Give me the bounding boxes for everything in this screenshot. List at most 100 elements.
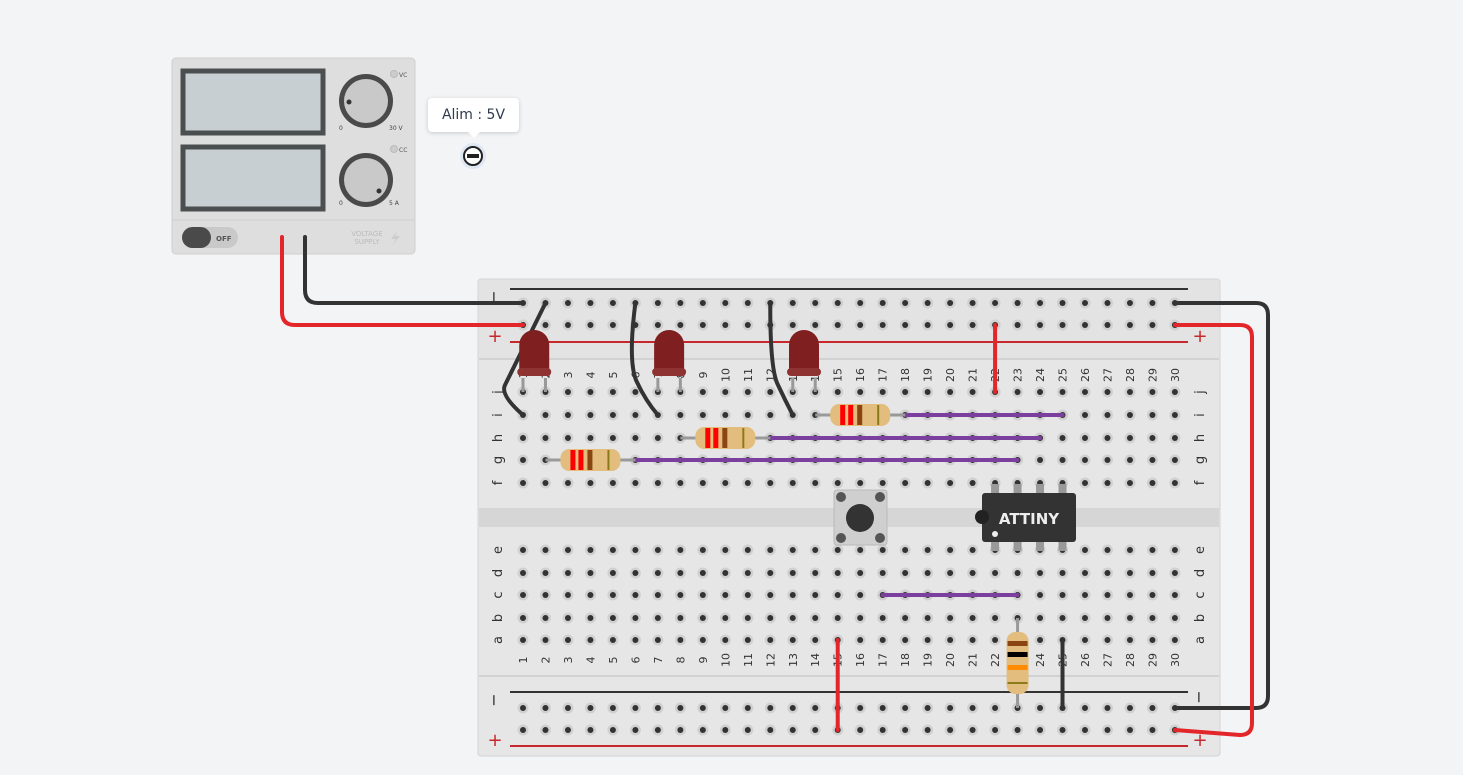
column-label: 26 — [1079, 653, 1092, 667]
hole-center — [564, 480, 571, 486]
hole-center — [812, 480, 819, 486]
hole-center — [587, 300, 594, 306]
wire-rail-power-link[interactable] — [1172, 323, 1254, 737]
power-switch[interactable]: OFF — [182, 227, 238, 248]
column-label: 17 — [877, 368, 890, 382]
minus-circle-icon[interactable] — [460, 143, 486, 169]
hole-center — [587, 592, 594, 598]
hole-center — [1037, 637, 1044, 643]
pushbutton[interactable] — [833, 489, 888, 546]
led[interactable] — [787, 330, 821, 392]
hole-center — [722, 322, 729, 328]
hole-center — [992, 705, 999, 711]
pushbutton-cap[interactable] — [846, 504, 874, 532]
hole-center — [587, 615, 594, 621]
hole-center — [632, 637, 639, 643]
hole-center — [789, 592, 796, 598]
hole-center — [632, 435, 639, 441]
voltage-knob[interactable] — [339, 74, 393, 128]
column-label: 16 — [854, 368, 867, 382]
column-label: 5 — [607, 372, 620, 379]
hole-center — [767, 727, 774, 733]
resistor[interactable] — [1006, 618, 1029, 708]
hole-center — [1037, 300, 1044, 306]
hole-center — [812, 637, 819, 643]
column-label: 12 — [764, 653, 777, 667]
wire-rail-ground-link[interactable] — [1172, 301, 1270, 710]
tooltip: Alim : 5V — [428, 98, 519, 138]
hole-center — [812, 615, 819, 621]
hole-center — [520, 615, 526, 621]
current-min-label: 0 — [339, 200, 343, 207]
hole-center — [654, 547, 661, 553]
wire-led2-ground[interactable] — [629, 301, 660, 417]
hole-center — [902, 705, 909, 711]
hole-center — [1082, 727, 1088, 733]
hole-center — [542, 705, 549, 711]
column-label: 26 — [1079, 368, 1092, 382]
resistor[interactable] — [815, 404, 906, 426]
hole-center — [744, 547, 751, 553]
hole-center — [992, 727, 999, 733]
hole-center — [520, 727, 526, 733]
hole-center — [812, 322, 819, 328]
hole-center — [744, 637, 751, 643]
column-label: 17 — [877, 653, 890, 667]
hole-center — [1171, 412, 1178, 418]
hole-center — [969, 322, 976, 328]
column-label: 24 — [1034, 368, 1047, 382]
hole-center — [587, 547, 594, 553]
hole-center — [1171, 435, 1178, 441]
hole-center — [1149, 322, 1156, 328]
hole-center — [1104, 727, 1111, 733]
hole-center — [947, 637, 954, 643]
attiny-chip[interactable]: ATTINY — [975, 484, 1076, 551]
hole-center — [879, 300, 886, 306]
hole-center — [1104, 705, 1111, 711]
column-label: 18 — [899, 653, 912, 667]
hole-center — [1149, 435, 1156, 441]
hole-center — [744, 480, 751, 486]
column-label: 25 — [1057, 368, 1070, 382]
led-body — [654, 330, 685, 372]
hole-center — [1059, 389, 1066, 395]
wire-led1-ground[interactable] — [502, 301, 548, 417]
led-body — [789, 330, 819, 372]
chip-pin1-dot — [992, 531, 998, 537]
hole-center — [767, 480, 774, 486]
current-display — [180, 144, 326, 212]
hole-center — [632, 727, 639, 733]
hole-center — [789, 637, 796, 643]
led[interactable] — [652, 330, 687, 392]
hole-center — [609, 322, 616, 328]
hole-center — [1149, 300, 1156, 306]
resistor[interactable] — [680, 427, 771, 449]
wire-supply-negative[interactable] — [303, 235, 525, 305]
hole-center — [677, 480, 684, 486]
row-label: i — [491, 413, 506, 417]
row-label: h — [491, 434, 506, 442]
hole-center — [812, 727, 819, 733]
column-label: 29 — [1146, 368, 1159, 382]
hole-center — [924, 322, 931, 328]
hole-center — [789, 300, 796, 306]
hole-center — [564, 727, 571, 733]
hole-center — [969, 637, 976, 643]
resistor[interactable] — [545, 449, 636, 471]
hole-center — [879, 547, 886, 553]
hole-center — [654, 480, 661, 486]
hole-center — [857, 727, 864, 733]
hole-center — [564, 412, 571, 418]
led[interactable] — [517, 330, 552, 392]
current-knob[interactable] — [339, 153, 393, 207]
chip-pin — [1013, 484, 1022, 494]
hole-center — [520, 705, 526, 711]
wire-led3-ground[interactable] — [768, 301, 795, 417]
hole-center — [520, 435, 526, 441]
resistor-band — [742, 428, 745, 448]
wire-supply-positive[interactable] — [280, 235, 525, 327]
hole-center — [1126, 300, 1133, 306]
hole-center — [654, 592, 661, 598]
